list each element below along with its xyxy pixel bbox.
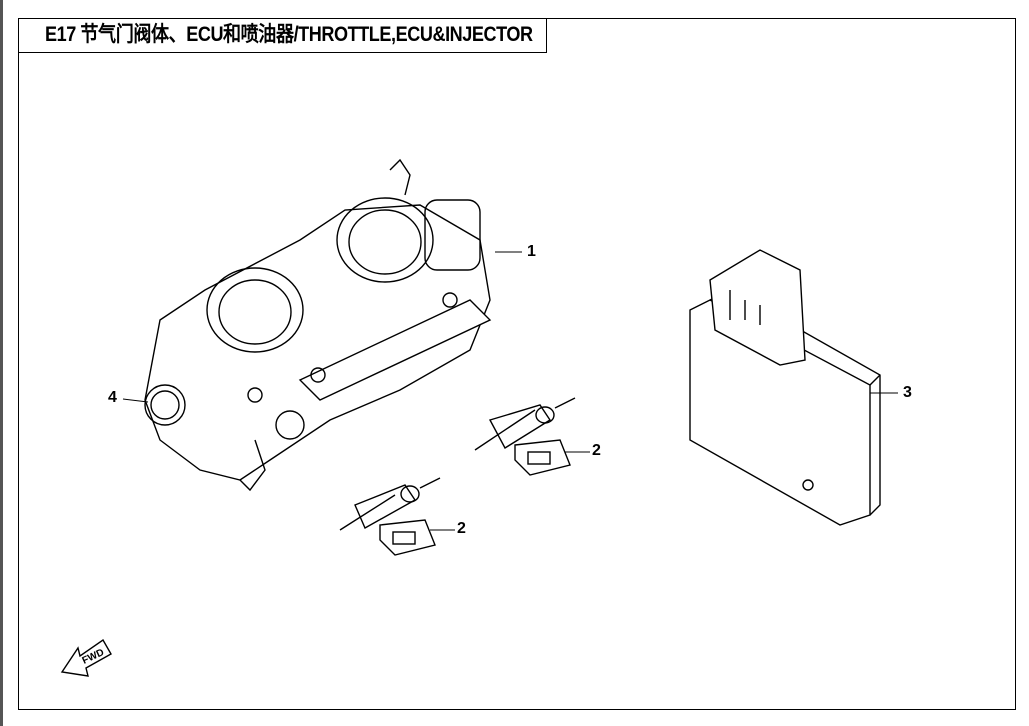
callout-3: 3 (903, 384, 912, 401)
ecu-drawing (689, 249, 881, 526)
fwd-arrow-icon: FWD (60, 638, 112, 677)
injector-drawing (339, 477, 441, 556)
callout-2: 2 (457, 520, 466, 537)
callout-4: 4 (108, 389, 117, 406)
callout-2: 2 (592, 442, 601, 459)
injector-drawing (474, 397, 576, 476)
diagram-title: E17 节气门阀体、ECU和喷油器/THROTTLE,ECU&INJECTOR (18, 18, 547, 53)
leader-lines (122, 251, 898, 531)
callout-1: 1 (527, 243, 536, 260)
title-text: E17 节气门阀体、ECU和喷油器/THROTTLE,ECU&INJECTOR (45, 23, 533, 46)
throttle-body-drawing (144, 158, 492, 492)
page-edge (0, 0, 3, 726)
